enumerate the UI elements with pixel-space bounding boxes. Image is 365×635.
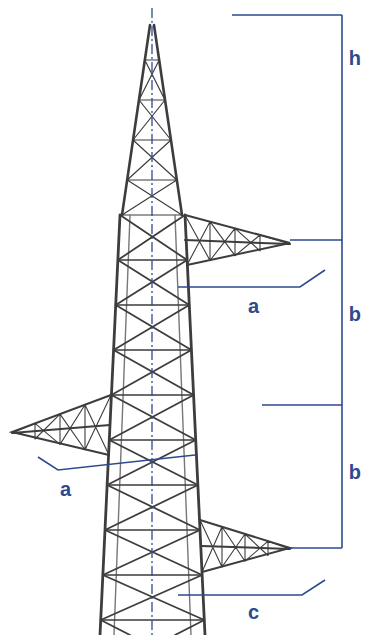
dimension-brackets — [38, 15, 342, 595]
upper-arm-dimension — [178, 270, 325, 287]
lower-right-arm-bracing — [200, 520, 290, 572]
upper-right-arm-bracing — [185, 215, 290, 265]
dimension-label: c — [248, 600, 259, 624]
dimension-label: b — [349, 302, 361, 326]
dimension-label: b — [349, 460, 361, 484]
dimension-label: a — [248, 294, 259, 318]
lower-right-arm — [200, 520, 290, 572]
center-axis — [151, 8, 152, 635]
dimension-label: a — [60, 477, 71, 501]
height-bracket — [232, 15, 342, 548]
left-arm — [12, 395, 111, 455]
upper-right-arm — [185, 215, 290, 265]
dimension-label: h — [349, 46, 361, 70]
lattice-tower — [12, 25, 290, 635]
left-arm-dimension — [38, 455, 195, 470]
left-arm-bracing — [12, 395, 111, 455]
lower-arm-dimension — [178, 580, 325, 595]
